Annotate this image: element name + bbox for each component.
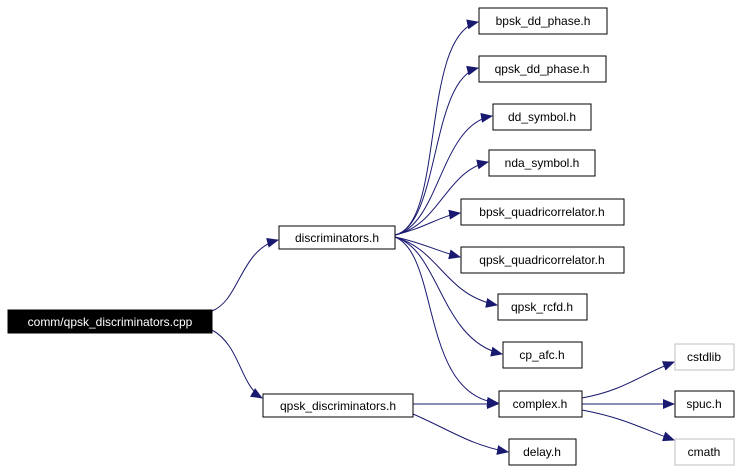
edge-discriminators-to-dd-symbol [394, 112, 493, 236]
edge-discriminators-to-qpsk-quadricorrelator [394, 236, 461, 260]
node-qpsk-quadricorrelator-h-label: qpsk_quadricorrelator.h [479, 253, 604, 267]
edge-discriminators-to-qpsk-dd-phase [394, 65, 479, 236]
edge-discriminators-to-complex [394, 236, 499, 407]
node-bpsk-dd-phase-h[interactable]: bpsk_dd_phase.h [478, 7, 608, 35]
node-cp-afc-h-label: cp_afc.h [519, 348, 564, 362]
edge-discriminators-to-cp-afc [394, 236, 503, 357]
node-qpsk-quadricorrelator-h[interactable]: qpsk_quadricorrelator.h [460, 246, 625, 274]
node-nda-symbol-h-label: nda_symbol.h [505, 156, 580, 170]
node-nda-symbol-h[interactable]: nda_symbol.h [488, 149, 596, 177]
node-complex-h[interactable]: complex.h [498, 390, 583, 418]
node-qpsk-discriminators-h[interactable]: qpsk_discriminators.h [262, 393, 414, 418]
node-cstdlib-label: cstdlib [687, 350, 721, 364]
node-qpsk-dd-phase-h[interactable]: qpsk_dd_phase.h [478, 55, 607, 83]
node-dd-symbol-h-label: dd_symbol.h [508, 110, 576, 124]
node-qpsk-rcfd-h[interactable]: qpsk_rcfd.h [497, 293, 588, 321]
edge-discriminators-to-qpsk-rcfd [394, 236, 498, 308]
node-delay-h-label: delay.h [523, 445, 561, 459]
node-root-label: comm/qpsk_discriminators.cpp [28, 315, 193, 329]
node-cp-afc-h[interactable]: cp_afc.h [502, 341, 583, 369]
node-qpsk-discriminators-h-label: qpsk_discriminators.h [280, 399, 396, 413]
node-spuc-h[interactable]: spuc.h [674, 390, 735, 418]
edge-qpsk-discriminators-to-delay [412, 413, 509, 455]
node-discriminators-h[interactable]: discriminators.h [278, 225, 396, 250]
node-cmath-label: cmath [688, 445, 721, 459]
node-bpsk-quadricorrelator-h-label: bpsk_quadricorrelator.h [479, 205, 604, 219]
node-root[interactable]: comm/qpsk_discriminators.cpp [7, 309, 213, 334]
edge-complex-to-cmath [581, 409, 675, 442]
edge-complex-to-cstdlib [581, 361, 675, 399]
node-qpsk-rcfd-h-label: qpsk_rcfd.h [511, 300, 573, 314]
node-delay-h[interactable]: delay.h [508, 438, 577, 466]
node-cmath: cmath [674, 438, 735, 466]
node-qpsk-dd-phase-h-label: qpsk_dd_phase.h [495, 62, 590, 76]
node-discriminators-h-label: discriminators.h [295, 231, 379, 245]
edge-discriminators-to-bpsk-quadricorrelator [394, 209, 461, 236]
node-dd-symbol-h[interactable]: dd_symbol.h [492, 103, 592, 131]
node-bpsk-dd-phase-h-label: bpsk_dd_phase.h [496, 14, 591, 28]
node-bpsk-quadricorrelator-h[interactable]: bpsk_quadricorrelator.h [460, 198, 625, 226]
edge-discriminators-to-bpsk-dd-phase [394, 19, 479, 236]
node-spuc-h-label: spuc.h [686, 397, 721, 411]
edge-discriminators-to-nda-symbol [394, 159, 489, 236]
node-cstdlib: cstdlib [674, 343, 735, 371]
edge-root-to-qpsk-discriminators [211, 329, 263, 399]
node-complex-h-label: complex.h [513, 397, 568, 411]
edge-root-to-discriminators [211, 237, 279, 312]
